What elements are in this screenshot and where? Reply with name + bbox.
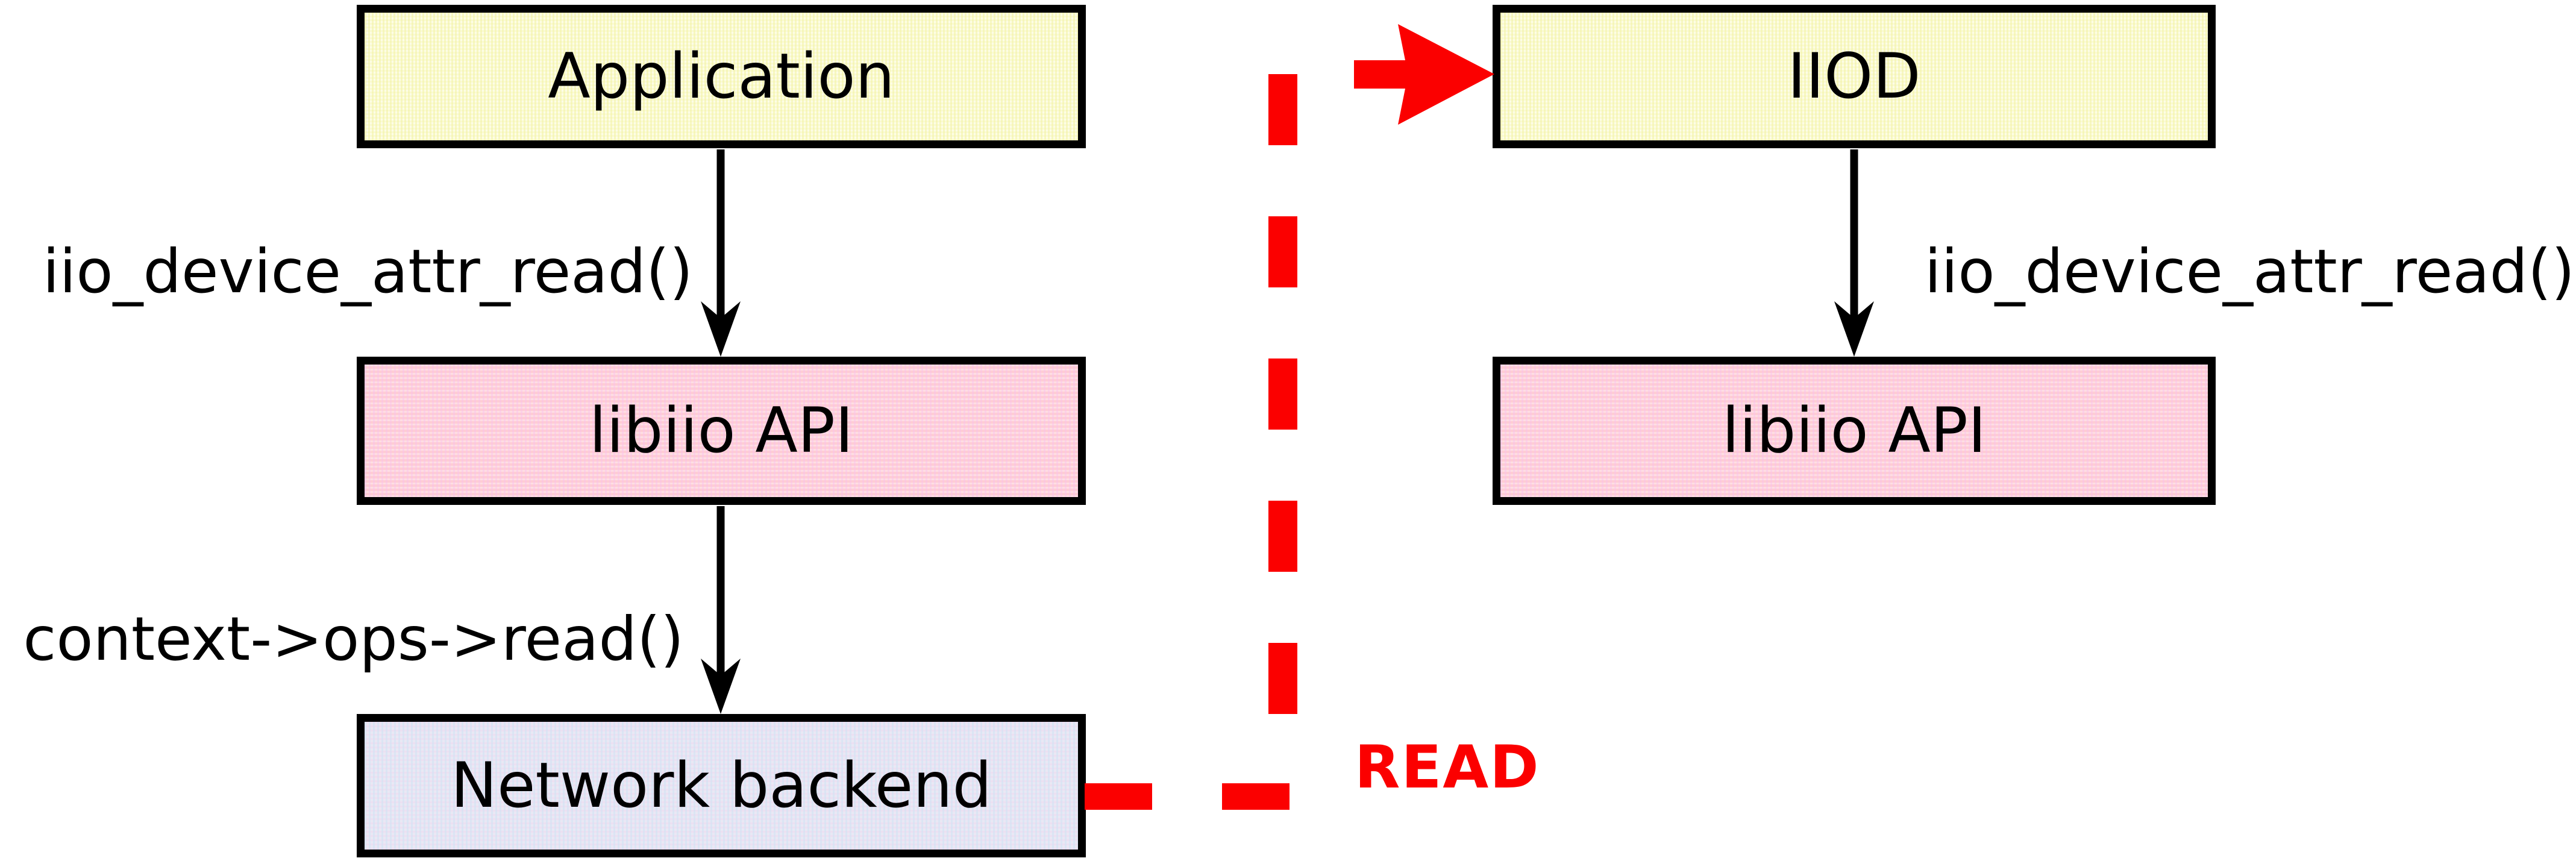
arrow-down-icon <box>1834 301 1874 357</box>
box-application: Application <box>357 5 1086 148</box>
call-label-iio-device-attr-read-right: iio_device_attr_read() <box>1924 236 2575 307</box>
read-label: READ <box>1355 733 1540 802</box>
call-label-iio-device-attr-read-left: iio_device_attr_read() <box>42 236 693 307</box>
box-application-label: Application <box>548 40 895 113</box>
box-libiio-api-right: libiio API <box>1493 357 2216 505</box>
box-libiio-api-left: libiio API <box>357 357 1086 505</box>
arrow-down-icon <box>701 659 741 714</box>
red-arrow-icon <box>1354 24 1494 125</box>
box-iiod: IIOD <box>1493 5 2216 148</box>
box-network-backend: Network backend <box>357 714 1086 857</box>
box-network-backend-label: Network backend <box>451 750 992 822</box>
box-iiod-label: IIOD <box>1787 40 1921 113</box>
call-label-context-ops-read: context->ops->read() <box>23 604 684 674</box>
box-libiio-api-left-label: libiio API <box>589 395 854 467</box>
box-libiio-api-right-label: libiio API <box>1722 395 1987 467</box>
arrow-down-icon <box>701 301 741 357</box>
